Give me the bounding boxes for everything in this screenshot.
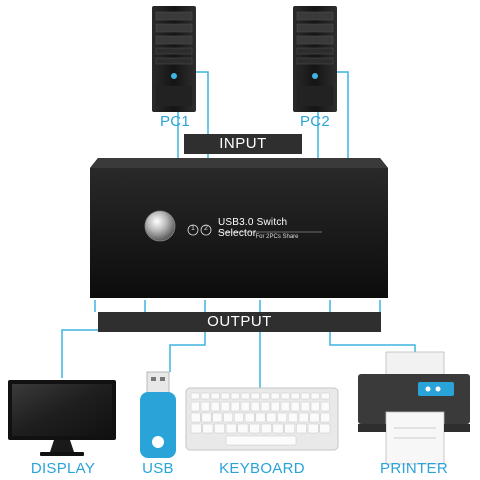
pc1-tower-icon xyxy=(152,6,196,112)
keyboard-key xyxy=(240,401,250,412)
keyboard-key xyxy=(230,392,240,400)
keyboard-key xyxy=(250,392,260,400)
keyboard-key xyxy=(223,412,234,423)
keyboard-key xyxy=(300,401,310,412)
keyboard-key xyxy=(240,392,250,400)
keyboard-spacebar xyxy=(225,435,297,446)
input-lines xyxy=(177,71,349,158)
keyboard-label: KEYBOARD xyxy=(219,460,305,477)
keyboard-key xyxy=(290,392,300,400)
keyboard-icon xyxy=(185,387,339,451)
keyboard-key xyxy=(250,401,260,412)
usb-drive-icon xyxy=(140,371,176,458)
keyboard-key xyxy=(298,412,309,423)
keyboard-key xyxy=(310,401,320,412)
keyboard-key xyxy=(220,392,230,400)
usb-label: USB xyxy=(142,460,174,477)
usb-cable xyxy=(169,300,206,372)
keyboard-key xyxy=(307,423,319,434)
keyboard-key xyxy=(280,401,290,412)
keyboard-key xyxy=(260,401,270,412)
keyboard-key xyxy=(201,412,212,423)
keyboard-key xyxy=(270,401,280,412)
keyboard-key xyxy=(284,423,296,434)
keyboard-key xyxy=(277,412,288,423)
keyboard-key xyxy=(290,401,300,412)
keyboard-key xyxy=(244,412,255,423)
keyboard-key xyxy=(319,423,331,434)
keyboard-key xyxy=(260,392,270,400)
keyboard-key xyxy=(230,401,240,412)
printer-label: PRINTER xyxy=(380,460,448,477)
keyboard-key xyxy=(212,412,223,423)
select-button-icon xyxy=(144,210,176,242)
keyboard-key xyxy=(190,401,200,412)
keyboard-key xyxy=(200,392,210,400)
keyboard-key xyxy=(272,423,284,434)
keyboard-key xyxy=(309,412,320,423)
pc2-tower-icon xyxy=(293,6,337,112)
printer-icon xyxy=(358,351,470,465)
keyboard-key xyxy=(296,423,307,434)
keyboard-key xyxy=(320,412,331,423)
keyboard-key xyxy=(233,412,244,423)
port-1-indicator: 1 xyxy=(191,225,195,232)
output-bar: OUTPUT xyxy=(98,312,381,332)
keyboard-key xyxy=(320,401,330,412)
keyboard-key xyxy=(190,412,201,423)
display-label: DISPLAY xyxy=(30,460,96,477)
keyboard-key xyxy=(190,423,202,434)
pc2-cable xyxy=(335,71,349,158)
keyboard-key xyxy=(320,392,330,400)
keyboard-key xyxy=(190,392,200,400)
pc1-cable xyxy=(195,71,209,158)
keyboard-key xyxy=(249,423,261,434)
switch-title: USB3.0 Switch Selector xyxy=(218,217,288,239)
switch-subtitle: For 2PCs Share xyxy=(255,234,299,240)
switch-box xyxy=(90,158,388,298)
keyboard-key xyxy=(266,412,277,423)
keyboard-key xyxy=(200,401,210,412)
monitor-icon xyxy=(8,380,116,456)
keyboard-key xyxy=(237,423,249,434)
keyboard-key xyxy=(287,412,298,423)
keyboard-key xyxy=(202,423,214,434)
keyboard-key xyxy=(210,392,220,400)
keyboard-key xyxy=(270,392,280,400)
keyboard-key xyxy=(280,392,290,400)
port-indicator-icons xyxy=(187,224,212,236)
port-2-indicator: 2 xyxy=(204,225,208,232)
keyboard-key xyxy=(260,423,272,434)
input-bar: INPUT xyxy=(184,134,302,154)
keyboard-key xyxy=(225,423,237,434)
keyboard-key xyxy=(310,392,320,400)
keyboard-key xyxy=(214,423,225,434)
keyboard-key xyxy=(210,401,220,412)
keyboard-key xyxy=(300,392,310,400)
pc1-label: PC1 xyxy=(159,113,191,130)
pc2-label: PC2 xyxy=(299,113,331,130)
keyboard-key xyxy=(220,401,230,412)
keyboard-key xyxy=(255,412,266,423)
